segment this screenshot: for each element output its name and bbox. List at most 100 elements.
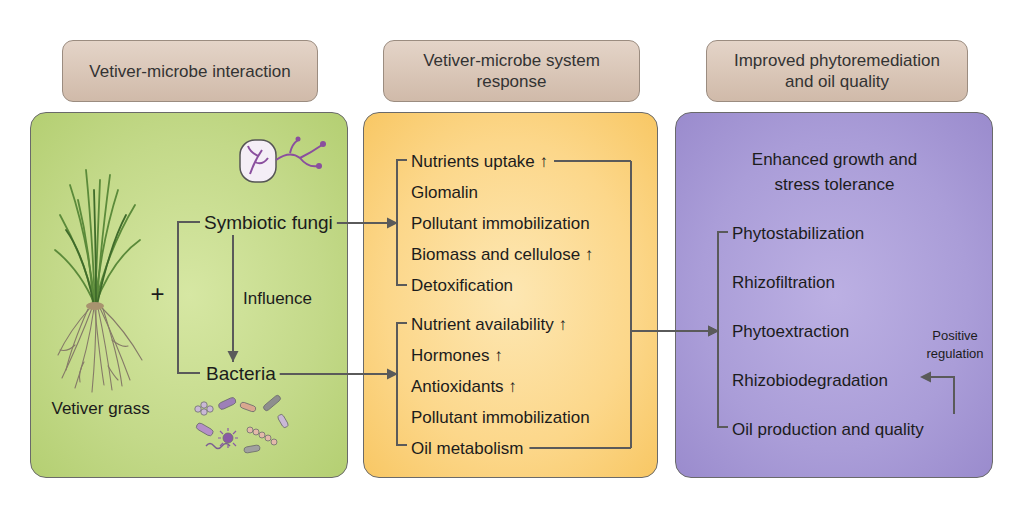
- vetiver-blades-part: [95, 205, 135, 305]
- vetiver-blades-part: [95, 180, 100, 305]
- organism-name: Bacteria: [206, 362, 276, 386]
- list-item: Antioxidants ↑: [411, 371, 517, 402]
- vetiver-roots-part: [95, 310, 104, 385]
- tab-title: Vetiver-microbe system response: [396, 50, 627, 92]
- bacteria-illustration-part: [239, 401, 256, 412]
- arrow-line: [631, 161, 719, 331]
- outcome-list: PhytostabilizationRhizofiltrationPhytoex…: [719, 209, 951, 454]
- vetiver-blades-part: [94, 190, 96, 305]
- section-panel: Enhanced growth and stress tolerancePhyt…: [675, 112, 993, 478]
- vetiver-roots-part: [100, 308, 130, 380]
- vetiver-blades: [55, 170, 140, 305]
- arrow-line: [280, 373, 398, 375]
- vetiver-blades-part: [86, 170, 95, 305]
- panel-text: Vetiver grass: [52, 398, 150, 420]
- list-item: Phytostabilization: [732, 209, 864, 258]
- bacteria-illustration-part: [262, 394, 281, 411]
- list-item: Glomalin: [411, 177, 478, 208]
- arrow-head: [228, 351, 239, 362]
- bacteria-illustration-part: [247, 427, 253, 433]
- bacteria-illustration-part: [206, 444, 230, 449]
- vetiver-roots-part: [112, 340, 128, 346]
- list-item: Detoxification: [411, 270, 513, 301]
- vetiver-roots-part: [92, 308, 96, 392]
- arrow-head: [708, 326, 719, 337]
- bacteria-illustration-part: [218, 396, 237, 410]
- vetiver-blades-part: [70, 185, 95, 305]
- bracket-tick: [554, 160, 631, 162]
- vetiver-roots-part: [66, 309, 88, 370]
- bacteria-illustration-part: [271, 439, 277, 445]
- bacteria-illustration-part: [195, 406, 201, 412]
- organism-label: Symbiotic fungi: [204, 211, 337, 235]
- fungi-illustration-part: [248, 146, 268, 174]
- tab-title: Vetiver-microbe interaction: [89, 61, 290, 82]
- flow-arrow: [228, 235, 239, 362]
- fungi-illustration-part: [296, 137, 301, 142]
- bacteria-illustration-part: [265, 435, 271, 441]
- vetiver-roots-part: [103, 309, 122, 386]
- vetiver-roots-part: [60, 345, 75, 350]
- bacteria-illustration-part: [207, 406, 213, 412]
- list-item: Rhizofiltration: [732, 258, 835, 307]
- plus-sign: +: [151, 280, 165, 308]
- arrow-head: [708, 326, 719, 337]
- vetiver-blades-part: [97, 215, 126, 305]
- vetiver-blades-part: [55, 250, 95, 305]
- vetiver-roots-part: [62, 308, 92, 378]
- flow-arrow: [337, 218, 398, 229]
- arrow-head: [387, 218, 398, 229]
- bacteria-illustration-part: [195, 422, 214, 437]
- bacteria-illustration-part: [244, 445, 261, 454]
- fungi-illustration-part: [240, 140, 276, 182]
- arrow-line: [232, 235, 234, 362]
- organism-name: Symbiotic fungi: [204, 211, 333, 235]
- bracket-part: [397, 160, 407, 285]
- bacteria-illustration-part: [277, 413, 289, 428]
- vetiver-blades-part: [95, 240, 140, 305]
- list-item: Pollutant immobilization: [411, 208, 590, 239]
- section-tab: Vetiver-microbe system response: [383, 40, 640, 102]
- flow-arrow: [280, 369, 398, 380]
- list-item: Nutrient availability ↑: [411, 309, 567, 340]
- bacteria-illustration-part: [259, 432, 265, 438]
- bracket-part: [178, 222, 200, 373]
- bacteria-illustration-part: [253, 429, 259, 435]
- vetiver-base: [86, 302, 104, 310]
- vetiver-roots-part: [80, 362, 85, 382]
- vetiver-roots: [58, 308, 142, 392]
- feedback-arrow: [920, 372, 954, 415]
- vetiver-roots-part: [58, 308, 90, 355]
- vetiver-base-part: [86, 302, 104, 310]
- feedback-arrow-part: [930, 377, 954, 414]
- list-item: Nutrients uptake ↑: [411, 146, 548, 177]
- section-panel: + Vetiver grass Symbiotic fungiBacteria: [30, 112, 348, 478]
- tab-title: Improved phytoremediation and oil qualit…: [719, 50, 955, 92]
- list-item: Oil metabolism: [411, 433, 523, 464]
- bacteria-illustration-part: [201, 402, 207, 408]
- response-list: Nutrient availability ↑Hormones ↑Antioxi…: [398, 309, 631, 464]
- vetiver-blades-part: [95, 190, 118, 305]
- vetiver-roots-part: [108, 366, 118, 380]
- list-item: Biomass and cellulose ↑: [411, 239, 593, 270]
- vetiver-roots-part: [102, 308, 142, 360]
- section-tab: Vetiver-microbe interaction: [62, 40, 318, 102]
- list-item: Pollutant immobilization: [411, 402, 590, 433]
- arrow-line: [631, 331, 719, 448]
- bracket-part: [718, 232, 728, 427]
- fungi-illustration-part: [316, 163, 322, 169]
- organism-label: Bacteria: [206, 362, 280, 386]
- list-item: Phytoextraction: [732, 307, 849, 356]
- list-item: Oil production and quality: [732, 405, 924, 454]
- flow-arrow: [554, 161, 719, 337]
- fungi-illustration: [240, 137, 326, 183]
- bracket-part: [397, 323, 407, 445]
- bracket: [178, 160, 728, 445]
- section-panel: Nutrients uptake ↑GlomalinPollutant immo…: [363, 112, 658, 478]
- flow-arrow: [529, 326, 719, 449]
- section-tab: Improved phytoremediation and oil qualit…: [706, 40, 968, 102]
- list-item: Hormones ↑: [411, 340, 503, 371]
- vetiver-blades-part: [66, 230, 94, 305]
- vetiver-roots-part: [75, 308, 94, 388]
